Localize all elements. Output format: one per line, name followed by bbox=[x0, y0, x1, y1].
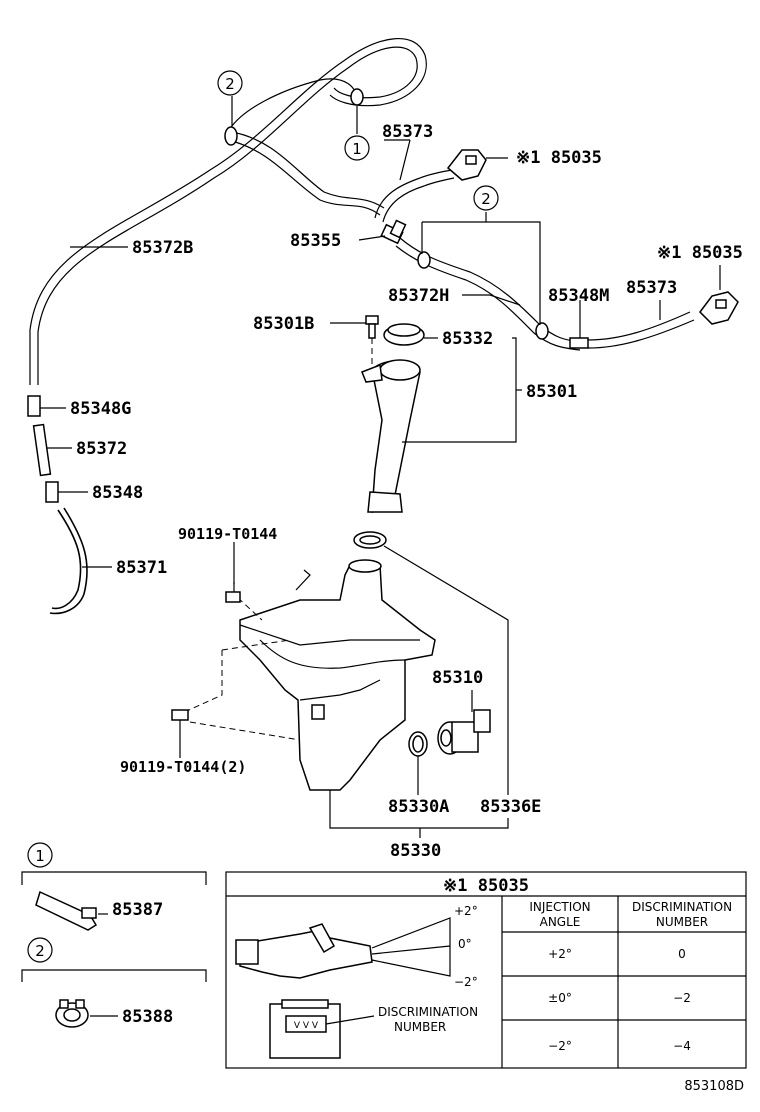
detail-table-title: ※1 85035 bbox=[443, 876, 529, 896]
angle-minus2: −2° bbox=[454, 975, 478, 989]
leader-lines bbox=[40, 96, 721, 838]
label-85355: 85355 bbox=[290, 231, 341, 251]
svg-text:1: 1 bbox=[352, 140, 362, 158]
label-85373-right: 85373 bbox=[626, 278, 677, 298]
svg-text:2: 2 bbox=[481, 190, 491, 208]
label-85387: 85387 bbox=[112, 900, 163, 920]
connector-85355 bbox=[380, 219, 407, 245]
legend-ref1: 1 85387 bbox=[21, 842, 207, 931]
header-discrimination-line1: DISCRIMINATION bbox=[632, 900, 732, 914]
label-85301B: 85301B bbox=[253, 314, 314, 334]
clip-2-mid bbox=[417, 251, 431, 269]
callout-2-mid: 2 bbox=[473, 185, 499, 211]
label-85348M: 85348M bbox=[548, 286, 609, 306]
clip-85388-icon bbox=[55, 999, 89, 1028]
discrimination-label-line2: NUMBER bbox=[394, 1020, 446, 1034]
pump-85310 bbox=[437, 709, 491, 755]
grommet-85330A bbox=[408, 731, 428, 757]
hose-85371 bbox=[51, 509, 82, 610]
legend-ref2: 2 85388 bbox=[21, 937, 207, 1028]
angle-zero: 0° bbox=[458, 937, 472, 951]
row3-number: −4 bbox=[673, 1039, 691, 1053]
label-85330A: 85330A bbox=[388, 797, 449, 817]
row3-angle: −2° bbox=[548, 1039, 572, 1053]
svg-text:1: 1 bbox=[35, 847, 45, 865]
label-85373-top: 85373 bbox=[382, 122, 433, 142]
svg-text:2: 2 bbox=[225, 75, 235, 93]
svg-text:V V V: V V V bbox=[294, 1021, 319, 1031]
label-85348G: 85348G bbox=[70, 399, 131, 419]
nozzle-side-view: +2° 0° −2° bbox=[235, 904, 478, 989]
label-85372: 85372 bbox=[76, 439, 127, 459]
connector-85348M bbox=[569, 337, 589, 349]
label-85332: 85332 bbox=[442, 329, 493, 349]
clip-85301B bbox=[365, 315, 379, 339]
label-85371: 85371 bbox=[116, 558, 167, 578]
hose-85373-right bbox=[587, 311, 691, 341]
label-90119-top: 90119-T0144 bbox=[178, 525, 277, 543]
hose-85372B bbox=[29, 37, 427, 385]
label-85035-top: ※1 85035 bbox=[516, 148, 602, 168]
callout-1-top: 1 bbox=[344, 135, 370, 161]
connector-85348G bbox=[27, 395, 41, 417]
detail-table-85035: ※1 85035 INJECTION ANGLE DISCRIMINATION … bbox=[225, 871, 747, 1069]
label-85310: 85310 bbox=[432, 668, 483, 688]
hose-85372 bbox=[32, 423, 52, 477]
cap-85332 bbox=[383, 323, 425, 346]
header-injection-line1: INJECTION bbox=[529, 900, 590, 914]
angle-plus2: +2° bbox=[454, 904, 478, 918]
clip-1-top bbox=[350, 88, 364, 106]
label-85336E: 85336E bbox=[480, 797, 541, 817]
label-85035-right: ※1 85035 bbox=[657, 243, 743, 263]
label-90119-bottom: 90119-T0144(2) bbox=[120, 758, 246, 776]
diagram-code: 853108D bbox=[684, 1079, 744, 1094]
label-85372B: 85372B bbox=[132, 238, 193, 258]
connector-85348 bbox=[45, 481, 59, 503]
row1-number: 0 bbox=[678, 947, 686, 961]
bolt-90119-top bbox=[225, 582, 241, 603]
row2-number: −2 bbox=[673, 991, 691, 1005]
row1-angle: +2° bbox=[548, 947, 572, 961]
label-85388: 85388 bbox=[122, 1007, 173, 1027]
seal-85336E bbox=[353, 531, 387, 549]
row2-angle: ±0° bbox=[548, 991, 572, 1005]
nozzle-front-view: V V V DISCRIMINATION NUMBER bbox=[269, 999, 478, 1059]
hose-85373-top bbox=[374, 169, 453, 219]
header-discrimination-line2: NUMBER bbox=[656, 915, 708, 929]
svg-text:2: 2 bbox=[35, 942, 45, 960]
label-85301: 85301 bbox=[526, 382, 577, 402]
filler-neck-85301 bbox=[361, 359, 421, 513]
callout-2-top: 2 bbox=[217, 70, 243, 96]
header-injection-line2: ANGLE bbox=[540, 915, 581, 929]
nozzle-85035-top bbox=[446, 149, 487, 181]
washer-tank-85330 bbox=[239, 559, 436, 791]
nozzle-85035-right bbox=[699, 291, 739, 325]
clip-2-top bbox=[224, 126, 238, 146]
discrimination-label-line1: DISCRIMINATION bbox=[378, 1005, 478, 1019]
bolt-90119-bottom bbox=[171, 709, 189, 730]
label-85348: 85348 bbox=[92, 483, 143, 503]
label-85372H: 85372H bbox=[388, 286, 449, 306]
label-85330: 85330 bbox=[390, 841, 441, 861]
clip-2-right bbox=[535, 322, 549, 340]
